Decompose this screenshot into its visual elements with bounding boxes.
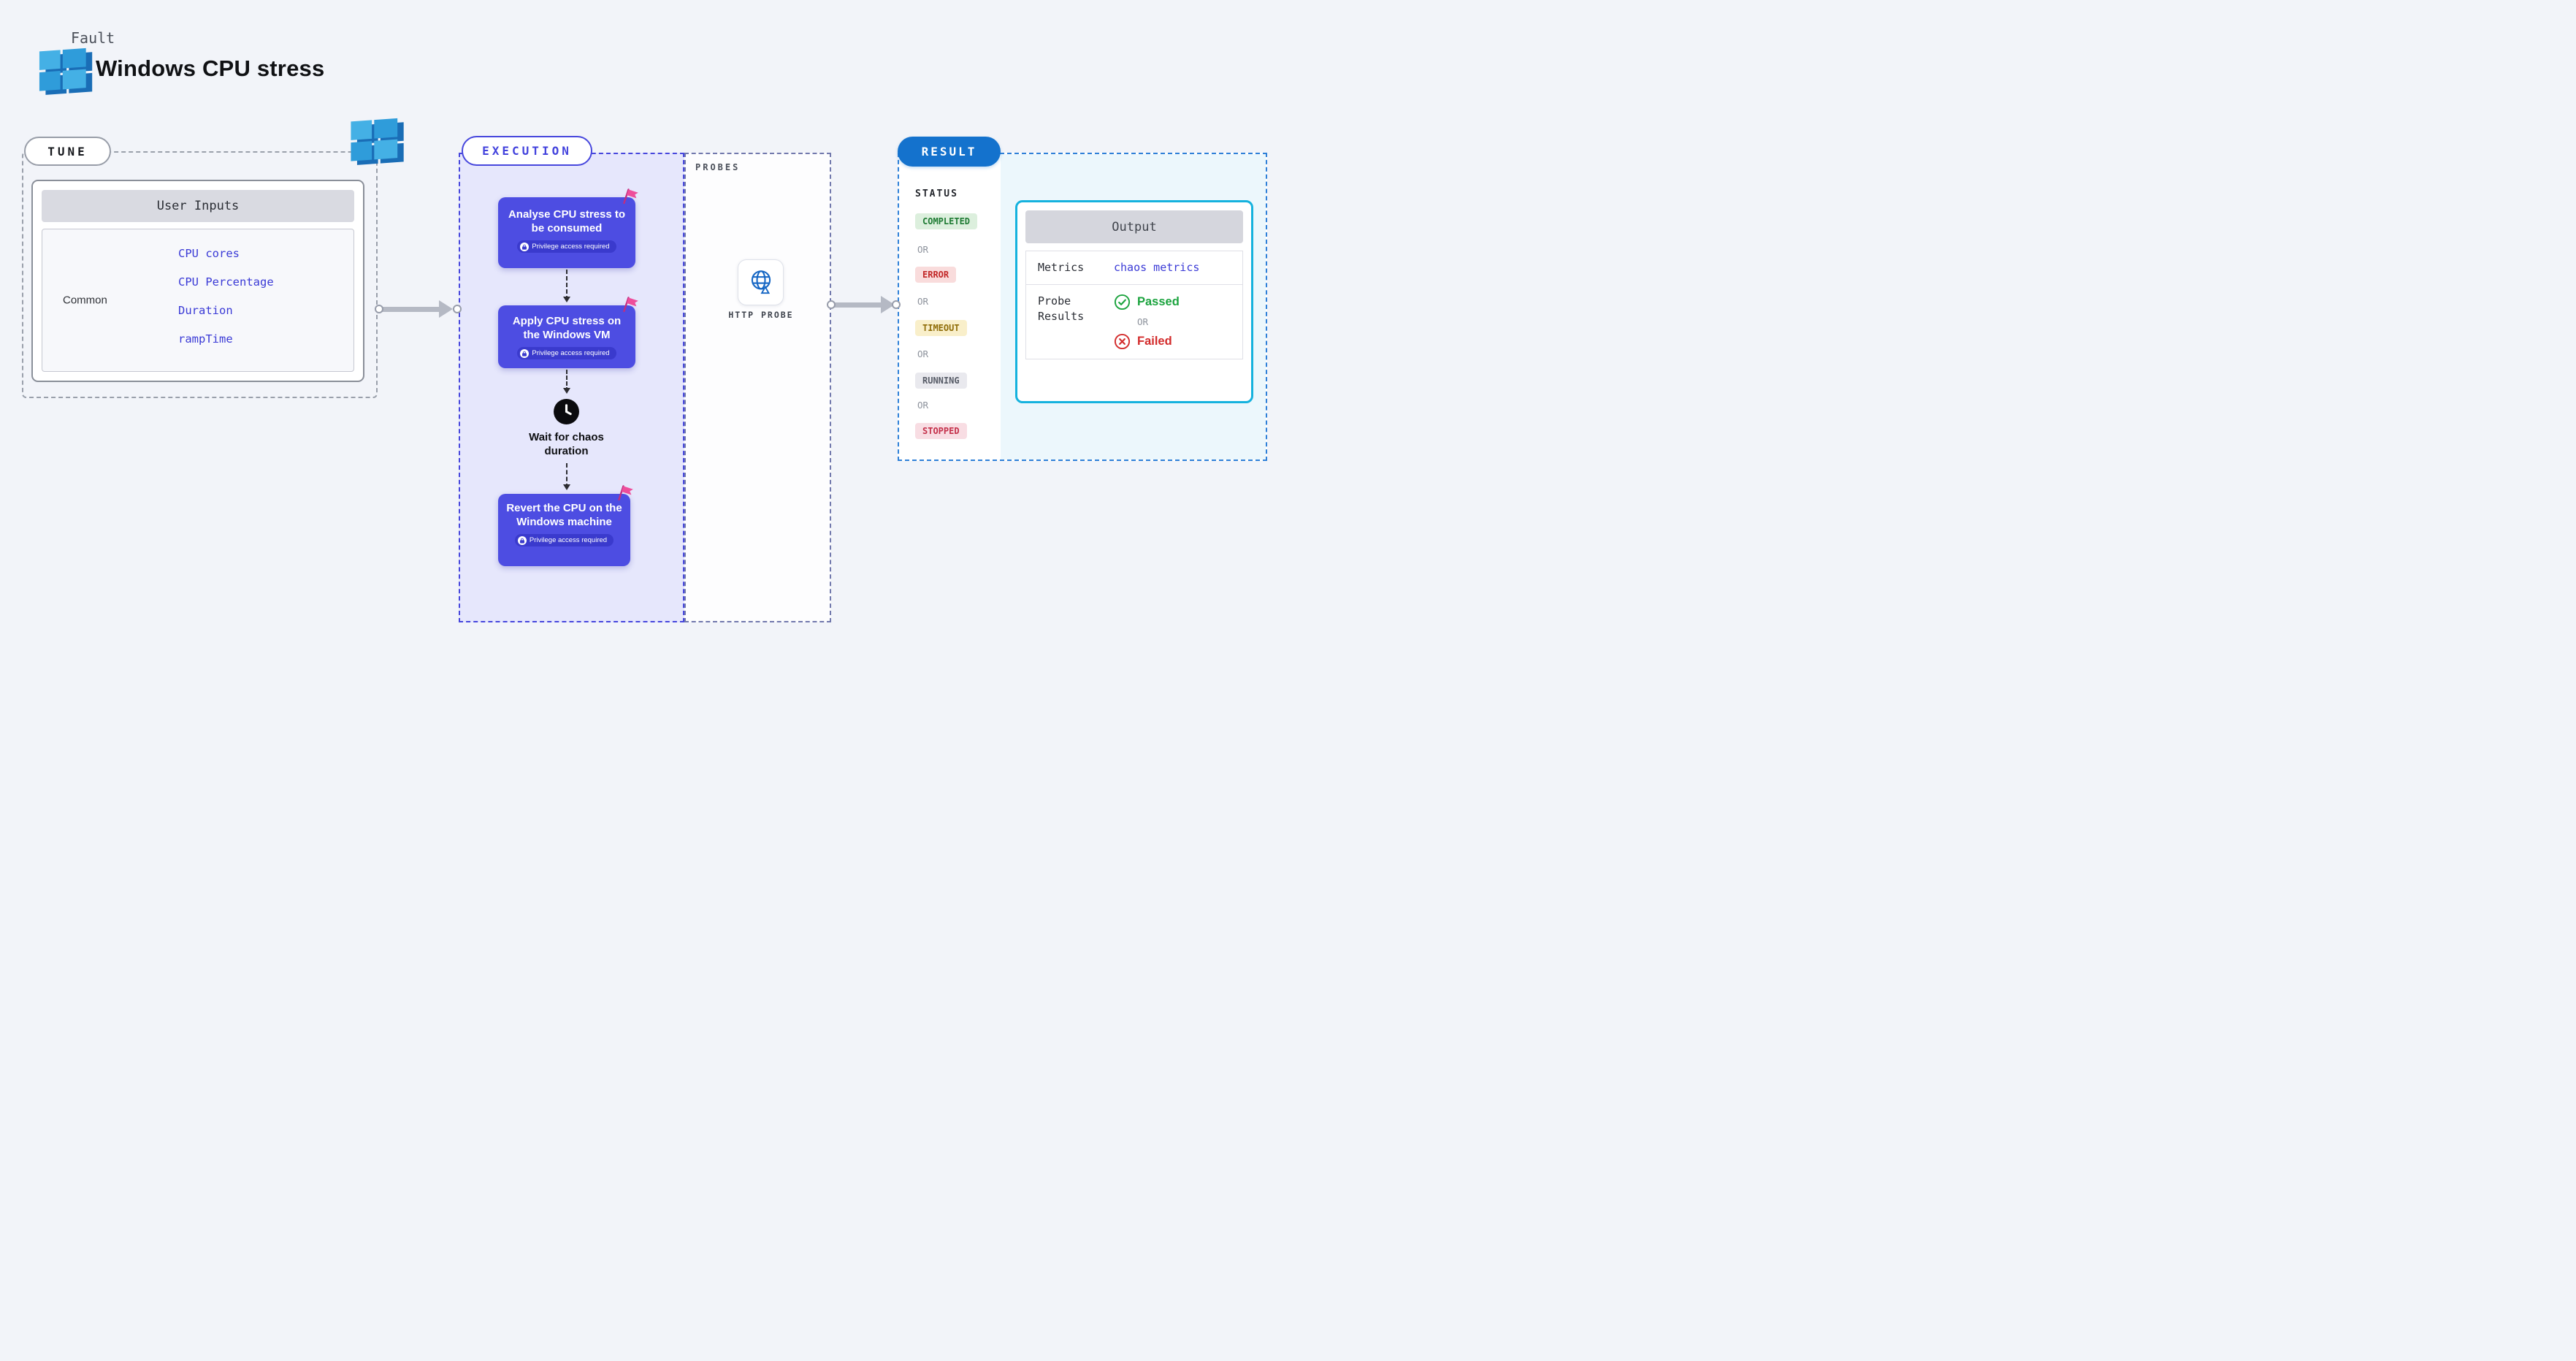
flag-icon <box>620 186 644 210</box>
step-apply-cpu-stress: Apply CPU stress on the Windows VM Privi… <box>498 305 635 368</box>
flow-connector <box>563 270 570 302</box>
connector-dot <box>375 305 383 313</box>
or-separator: OR <box>917 244 929 255</box>
or-separator: OR <box>917 348 929 359</box>
step-title: Apply CPU stress on the Windows VM <box>512 315 622 341</box>
row-label-common: Common <box>63 294 107 307</box>
privilege-badge-label: Privilege access required <box>532 349 610 357</box>
status-badge-completed: COMPLETED <box>915 213 978 229</box>
privilege-badge-label: Privilege access required <box>529 536 608 544</box>
arrow-head-icon <box>881 296 895 313</box>
user-inputs-card: User Inputs Common CPU cores CPU Percent… <box>31 180 364 382</box>
lock-icon <box>520 348 530 358</box>
http-probe-card <box>738 259 784 305</box>
link-cpu-percentage[interactable]: CPU Percentage <box>178 275 274 289</box>
clock-icon <box>553 398 580 425</box>
step-analyse-cpu-stress: Analyse CPU stress to be consumed Privil… <box>498 197 635 268</box>
privilege-badge-label: Privilege access required <box>532 243 610 251</box>
flow-connector <box>563 463 570 490</box>
probes-section <box>684 153 831 622</box>
link-ramptime[interactable]: rampTime <box>178 332 233 346</box>
passed-label: Passed <box>1137 295 1180 308</box>
tune-section <box>22 151 378 398</box>
wait-duration-label: Wait for chaos duration <box>529 431 604 457</box>
flag-icon <box>615 482 639 506</box>
tune-pill: TUNE <box>24 137 111 166</box>
or-separator: OR <box>917 400 929 411</box>
connector-dot <box>827 300 836 309</box>
arrow-line <box>834 302 881 308</box>
globe-icon <box>751 270 771 294</box>
privilege-badge: Privilege access required <box>517 347 616 359</box>
metrics-label: Metrics <box>1038 261 1085 274</box>
status-badge-running: RUNNING <box>915 373 967 389</box>
windows-logo-icon <box>37 47 93 96</box>
flag-icon <box>620 294 644 318</box>
check-circle-icon <box>1114 294 1131 310</box>
probe-results-row: Probe Results Passed OR Failed <box>1026 284 1242 359</box>
status-badge-stopped: STOPPED <box>915 423 967 439</box>
step-revert-cpu: Revert the CPU on the Windows machine Pr… <box>498 494 630 566</box>
connector-dot <box>892 300 901 309</box>
http-probe-label: HTTP PROBE <box>728 310 794 320</box>
or-separator: OR <box>917 296 929 307</box>
step-title: Revert the CPU on the Windows machine <box>506 502 622 528</box>
lock-icon <box>520 242 530 251</box>
windows-logo-icon-small <box>348 117 405 167</box>
status-heading: STATUS <box>915 188 958 199</box>
fault-kicker: Fault <box>71 29 115 47</box>
privilege-badge: Privilege access required <box>517 240 616 253</box>
passed-line: Passed <box>1114 294 1180 310</box>
privilege-badge: Privilege access required <box>514 534 614 546</box>
metrics-row: Metrics chaos metrics <box>1026 251 1242 284</box>
failed-line: Failed <box>1114 333 1180 350</box>
failed-label: Failed <box>1137 335 1172 348</box>
probes-heading: PROBES <box>695 162 741 172</box>
probe-results-label: Probe Results <box>1038 294 1085 323</box>
link-cpu-cores[interactable]: CPU cores <box>178 247 240 260</box>
status-badge-timeout: TIMEOUT <box>915 320 967 336</box>
user-inputs-title: User Inputs <box>42 190 354 222</box>
page-title: Windows CPU stress <box>96 56 325 81</box>
link-duration[interactable]: Duration <box>178 304 233 317</box>
tune-links: CPU cores CPU Percentage Duration rampTi… <box>178 245 274 347</box>
connector-dot <box>453 305 462 313</box>
arrow-line <box>382 307 439 312</box>
output-rows: Metrics chaos metrics Probe Results Pass… <box>1025 251 1243 359</box>
step-title: Analyse CPU stress to be consumed <box>508 208 626 235</box>
x-circle-icon <box>1114 333 1131 350</box>
output-card: Output Metrics chaos metrics Probe Resul… <box>1015 200 1253 403</box>
chaos-metrics-link[interactable]: chaos metrics <box>1114 261 1200 274</box>
or-separator: OR <box>1137 316 1149 327</box>
status-badge-error: ERROR <box>915 267 957 283</box>
output-title: Output <box>1025 210 1243 243</box>
user-inputs-table: Common CPU cores CPU Percentage Duration… <box>42 229 354 372</box>
flow-connector <box>563 370 570 394</box>
fault-diagram: Fault Windows CPU stress TUNE <box>0 0 1288 681</box>
execution-pill: EXECUTION <box>462 136 592 166</box>
result-pill: RESULT <box>898 137 1001 167</box>
lock-icon <box>517 535 527 545</box>
arrow-head-icon <box>439 300 453 318</box>
probe-results-values: Passed OR Failed <box>1114 294 1180 350</box>
